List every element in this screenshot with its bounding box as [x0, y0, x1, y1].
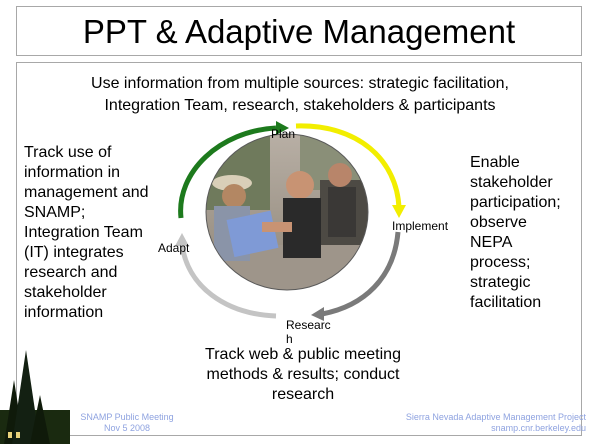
adapt-arrowhead: [175, 233, 189, 246]
tree-logo: [0, 350, 70, 444]
right-text: Enable stakeholder participation; observ…: [470, 154, 561, 311]
adapt-label: Adapt: [158, 241, 190, 255]
footer-url: snamp.cnr.berkeley.edu: [491, 423, 586, 433]
body-frame: [16, 62, 582, 436]
footer-date: Nov 5 2008: [103, 423, 151, 433]
research-label: Researc h: [286, 318, 331, 346]
footer-right: Sierra Nevada Adaptive Management Projec…: [380, 412, 586, 434]
title-frame: PPT & Adaptive Management: [16, 6, 582, 56]
field-photo: [205, 133, 369, 291]
plan-arrowhead: [276, 121, 289, 135]
footer-left: SNAMP Public Meeting Nov 5 2008: [62, 412, 192, 434]
plan-arrow: [178, 125, 277, 219]
cycle-arrows: [175, 121, 406, 321]
bottom-text: Track web & public meeting methods & res…: [205, 346, 401, 403]
intro-text: Use information from multiple sources: s…: [91, 75, 509, 114]
footer-project: Sierra Nevada Adaptive Management Projec…: [405, 412, 586, 422]
implement-arrowhead: [392, 205, 406, 218]
left-text: Track use of information in management a…: [24, 144, 149, 321]
footer-event: SNAMP Public Meeting: [80, 412, 174, 422]
research-arrow: [321, 231, 401, 317]
implement-label: Implement: [392, 219, 449, 233]
implement-arrow: [295, 123, 402, 209]
research-arrowhead: [311, 307, 324, 321]
slide-title: PPT & Adaptive Management: [82, 13, 516, 50]
adapt-arrow: [179, 243, 277, 319]
plan-label: Plan: [271, 127, 296, 141]
